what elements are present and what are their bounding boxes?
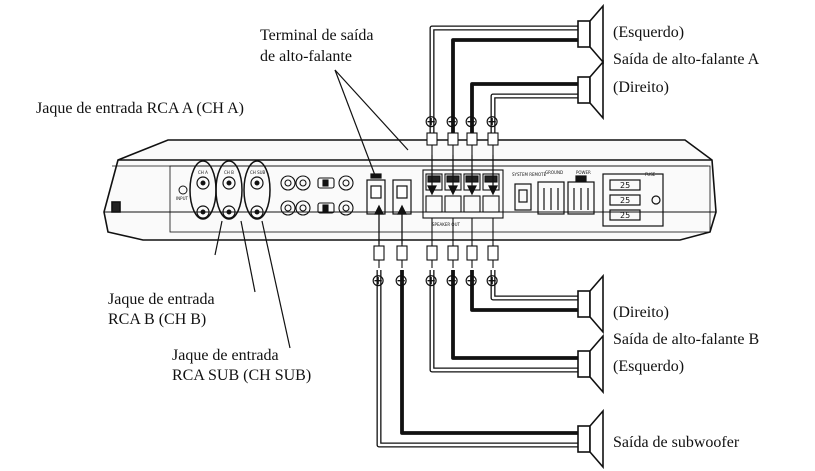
speaker-b-right-icon	[577, 273, 604, 335]
rca-a-panel-label: CH A	[198, 170, 208, 175]
rca-sub-label-line2: RCA SUB (CH SUB)	[172, 367, 312, 384]
control-knobs	[280, 175, 354, 216]
speaker-terminal-label-line1: Terminal de saída	[260, 27, 374, 44]
polarity-minus-sub: ⊖	[394, 271, 409, 291]
speaker-a-wires	[429, 25, 578, 140]
speaker-b-right-label: (Direito)	[613, 304, 669, 321]
rca-sub-label-line1: Jaque de entrada	[172, 347, 279, 364]
fuse-3-value: 25	[620, 211, 630, 220]
fuse-1-value: 25	[620, 181, 630, 190]
speaker-a-wire-terminals	[426, 132, 499, 155]
polarity-plus-b-right: ⊕	[485, 271, 500, 291]
polarity-minus-a-right: ⊖	[464, 112, 479, 132]
rca-a-label: Jaque de entrada RCA A (CH A)	[36, 100, 244, 117]
rca-sub-panel-label: CH SUB	[250, 170, 266, 175]
speaker-a-left-label: (Esquerdo)	[613, 24, 685, 41]
subwoofer-icon	[577, 408, 604, 470]
fuse-2-value: 25	[620, 196, 630, 205]
rca-b-label-line1: Jaque de entrada	[108, 291, 215, 308]
power-panel-label: POWER	[576, 170, 591, 175]
subwoofer-label: Saída de subwoofer	[613, 434, 740, 451]
input-panel-label: INPUT	[176, 196, 189, 201]
polarity-minus-b-left: ⊖	[445, 271, 460, 291]
speaker-out-panel-label: SPEAKER OUT	[432, 222, 460, 227]
system-remote-panel-label: SYSTEM REMOTE	[512, 172, 547, 177]
speaker-b-left-label: (Esquerdo)	[613, 358, 685, 375]
insertion-arrows	[374, 155, 498, 244]
callout-lines	[214, 69, 409, 349]
speaker-b-title: Saída de alto-falante B	[613, 331, 760, 348]
polarity-plus-a-right: ⊕	[485, 112, 500, 132]
power-terminal-block	[514, 175, 595, 215]
polarity-minus-b-right: ⊖	[464, 271, 479, 291]
fuse-holder	[602, 173, 664, 227]
ground-panel-label: GROUND	[545, 170, 563, 175]
subwoofer-wires	[376, 270, 578, 448]
polarity-plus-b-left: ⊕	[424, 271, 439, 291]
rca-b-panel-label: CH B	[224, 170, 234, 175]
polarity-minus-a-left: ⊖	[445, 112, 460, 132]
rca-b-label-line2: RCA B (CH B)	[108, 311, 207, 328]
speaker-a-right-label: (Direito)	[613, 79, 669, 96]
rca-jacks	[178, 160, 271, 220]
speaker-b-left-icon	[577, 333, 604, 395]
amplifier-unit	[103, 139, 717, 241]
speaker-terminal-label-line2: de alto-falante	[260, 48, 352, 65]
speaker-a-left-icon	[577, 3, 604, 65]
speaker-b-wires	[429, 270, 578, 373]
polarity-plus-sub: ⊕	[371, 271, 386, 291]
polarity-plus-a-left: ⊕	[424, 112, 439, 132]
speaker-a-title: Saída de alto-falante A	[613, 51, 760, 68]
speaker-a-right-icon	[577, 59, 604, 121]
